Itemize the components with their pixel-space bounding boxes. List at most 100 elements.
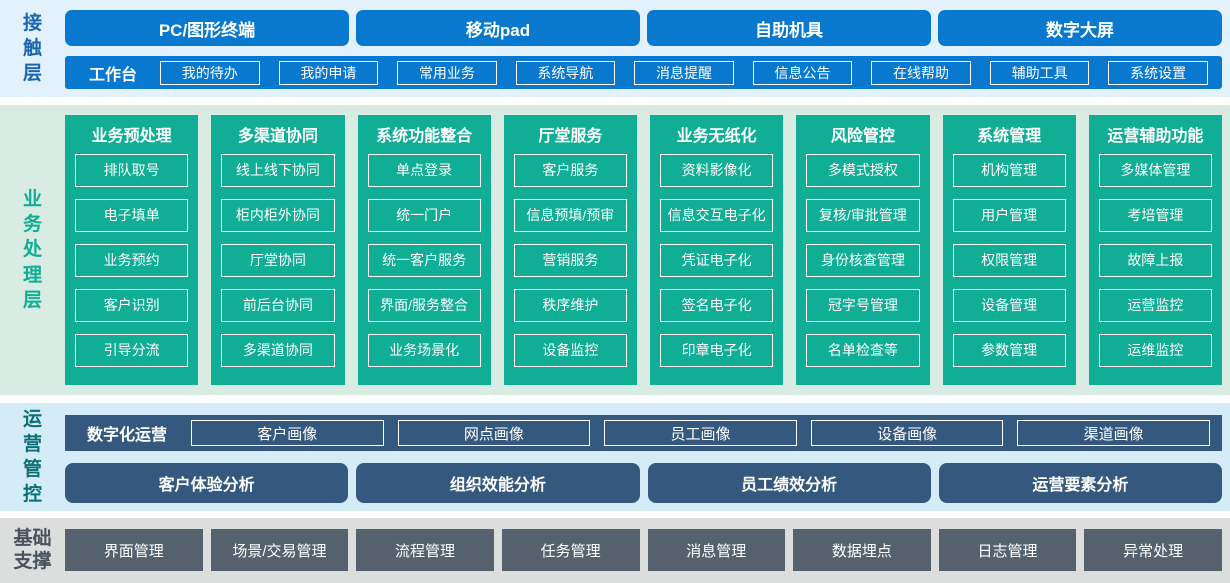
analysis-row: 客户体验分析 组织效能分析 员工绩效分析 运营要素分析 xyxy=(65,463,1222,503)
business-item: 业务预约 xyxy=(75,244,189,277)
business-item: 电子填单 xyxy=(75,199,189,232)
digital-ops-item: 员工画像 xyxy=(604,420,797,446)
business-item: 冠字号管理 xyxy=(806,289,920,322)
business-item: 信息预填/预审 xyxy=(513,199,627,232)
business-item: 权限管理 xyxy=(952,244,1066,277)
foundation-layer-label-area: 基础支撑 xyxy=(0,518,65,583)
workbench-item: 在线帮助 xyxy=(871,60,971,85)
business-column-paperless: 业务无纸化 资料影像化 信息交互电子化 凭证电子化 签名电子化 印章电子化 xyxy=(650,115,784,385)
business-item: 厅堂协同 xyxy=(221,244,335,277)
foundation-item: 界面管理 xyxy=(65,529,203,571)
business-item: 印章电子化 xyxy=(660,334,774,367)
business-item: 线上线下协同 xyxy=(221,154,335,187)
business-item: 秩序维护 xyxy=(513,289,627,322)
operations-layer-label-area: 运营管控 xyxy=(0,403,65,511)
business-column-lobby-service: 厅堂服务 客户服务 信息预填/预审 营销服务 秩序维护 设备监控 xyxy=(503,115,637,385)
digital-ops-item: 客户画像 xyxy=(191,420,384,446)
business-item: 信息交互电子化 xyxy=(660,199,774,232)
workbench-item: 消息提醒 xyxy=(634,60,734,85)
analysis-box: 组织效能分析 xyxy=(356,463,640,503)
foundation-layer-label: 基础支撑 xyxy=(13,527,52,572)
business-item: 用户管理 xyxy=(952,199,1066,232)
channel-button-pc-terminal: PC/图形终端 xyxy=(65,10,349,46)
contact-layer-label: 接触层 xyxy=(22,12,42,85)
business-columns: 业务预处理 排队取号 电子填单 业务预约 客户识别 引导分流 多渠道协同 线上线… xyxy=(65,115,1222,385)
contact-layer-section: 接触层 PC/图形终端 移动pad 自助机具 数字大屏 工作台 我的待办 我的申… xyxy=(0,0,1230,97)
workbench-item: 我的待办 xyxy=(160,60,260,85)
business-item: 单点登录 xyxy=(367,154,481,187)
business-item: 统一门户 xyxy=(367,199,481,232)
foundation-item: 场景/交易管理 xyxy=(210,529,349,571)
workbench-item: 系统设置 xyxy=(1108,60,1208,85)
workbench-item: 辅助工具 xyxy=(989,60,1090,85)
business-column-title: 系统管理 xyxy=(977,128,1042,145)
digital-ops-item: 设备画像 xyxy=(810,420,1004,446)
business-column-ops-auxiliary: 运营辅助功能 多媒体管理 考培管理 故障上报 运营监控 运维监控 xyxy=(1088,115,1222,385)
digital-ops-item: 网点画像 xyxy=(397,420,591,446)
channel-button-self-service: 自助机具 xyxy=(647,10,931,46)
analysis-box: 运营要素分析 xyxy=(938,463,1222,503)
business-item: 身份核查管理 xyxy=(806,244,920,277)
foundation-item: 数据埋点 xyxy=(793,529,931,571)
business-column-title: 业务预处理 xyxy=(91,128,172,145)
business-column-title: 业务无纸化 xyxy=(676,128,757,145)
channel-button-digital-screen: 数字大屏 xyxy=(938,10,1222,46)
business-column-title: 厅堂服务 xyxy=(538,128,603,145)
foundation-row: 界面管理 场景/交易管理 流程管理 任务管理 消息管理 数据埋点 日志管理 异常… xyxy=(65,529,1222,571)
business-item: 设备监控 xyxy=(513,334,627,367)
foundation-layer-section: 基础支撑 界面管理 场景/交易管理 流程管理 任务管理 消息管理 数据埋点 日志… xyxy=(0,518,1230,583)
digital-ops-bar: 数字化运营 客户画像 网点画像 员工画像 设备画像 渠道画像 xyxy=(65,415,1222,451)
contact-layer-label-area: 接触层 xyxy=(0,0,65,97)
digital-ops-label: 数字化运营 xyxy=(87,427,168,444)
foundation-item: 异常处理 xyxy=(1084,529,1222,571)
foundation-item: 日志管理 xyxy=(938,529,1077,571)
business-layer-label-area: 业务处理层 xyxy=(0,105,65,395)
foundation-item: 消息管理 xyxy=(647,529,786,571)
operations-layer-label: 运营管控 xyxy=(22,408,42,506)
business-item: 排队取号 xyxy=(75,154,189,187)
business-item: 引导分流 xyxy=(75,334,189,367)
business-layer-section: 业务处理层 业务预处理 排队取号 电子填单 业务预约 客户识别 引导分流 多渠道… xyxy=(0,105,1230,395)
channel-button-mobile-pad: 移动pad xyxy=(356,10,640,46)
workbench-item: 常用业务 xyxy=(397,60,497,85)
business-item: 复核/审批管理 xyxy=(806,199,920,232)
business-item: 统一客户服务 xyxy=(367,244,481,277)
business-column-title: 风险管控 xyxy=(830,128,895,145)
workbench-item: 我的申请 xyxy=(278,60,379,85)
business-item: 多模式授权 xyxy=(806,154,920,187)
workbench-label: 工作台 xyxy=(89,66,138,84)
business-item: 考培管理 xyxy=(1098,199,1212,232)
business-item: 资料影像化 xyxy=(660,154,774,187)
business-item: 业务场景化 xyxy=(367,334,481,367)
business-item: 多渠道协同 xyxy=(221,334,335,367)
workbench-item: 系统导航 xyxy=(515,60,616,85)
business-item: 凭证电子化 xyxy=(660,244,774,277)
business-item: 运营监控 xyxy=(1098,289,1212,322)
operations-layer-section: 运营管控 数字化运营 客户画像 网点画像 员工画像 设备画像 渠道画像 客户体验… xyxy=(0,403,1230,511)
business-column-system-integration: 系统功能整合 单点登录 统一门户 统一客户服务 界面/服务整合 业务场景化 xyxy=(357,115,491,385)
business-item: 名单检查等 xyxy=(806,334,920,367)
business-item: 柜内柜外协同 xyxy=(221,199,335,232)
analysis-box: 员工绩效分析 xyxy=(647,463,931,503)
business-item: 设备管理 xyxy=(952,289,1066,322)
business-column-system-management: 系统管理 机构管理 用户管理 权限管理 设备管理 参数管理 xyxy=(942,115,1076,385)
business-item: 参数管理 xyxy=(952,334,1066,367)
business-column-title: 系统功能整合 xyxy=(376,128,473,145)
business-item: 客户服务 xyxy=(513,154,627,187)
business-column-title: 多渠道协同 xyxy=(237,128,318,145)
business-item: 签名电子化 xyxy=(660,289,774,322)
business-item: 营销服务 xyxy=(513,244,627,277)
workbench-item: 信息公告 xyxy=(752,60,853,85)
channel-row: PC/图形终端 移动pad 自助机具 数字大屏 xyxy=(65,10,1222,46)
analysis-box: 客户体验分析 xyxy=(65,463,349,503)
business-item: 多媒体管理 xyxy=(1098,154,1212,187)
workbench-bar: 工作台 我的待办 我的申请 常用业务 系统导航 消息提醒 信息公告 在线帮助 辅… xyxy=(65,56,1222,89)
business-item: 界面/服务整合 xyxy=(367,289,481,322)
business-column-risk-control: 风险管控 多模式授权 复核/审批管理 身份核查管理 冠字号管理 名单检查等 xyxy=(796,115,930,385)
foundation-item: 流程管理 xyxy=(356,529,494,571)
business-column-pre-processing: 业务预处理 排队取号 电子填单 业务预约 客户识别 引导分流 xyxy=(65,115,199,385)
digital-ops-item: 渠道画像 xyxy=(1017,420,1210,446)
business-layer-label: 业务处理层 xyxy=(22,189,42,311)
business-item: 机构管理 xyxy=(952,154,1066,187)
business-item: 故障上报 xyxy=(1098,244,1212,277)
